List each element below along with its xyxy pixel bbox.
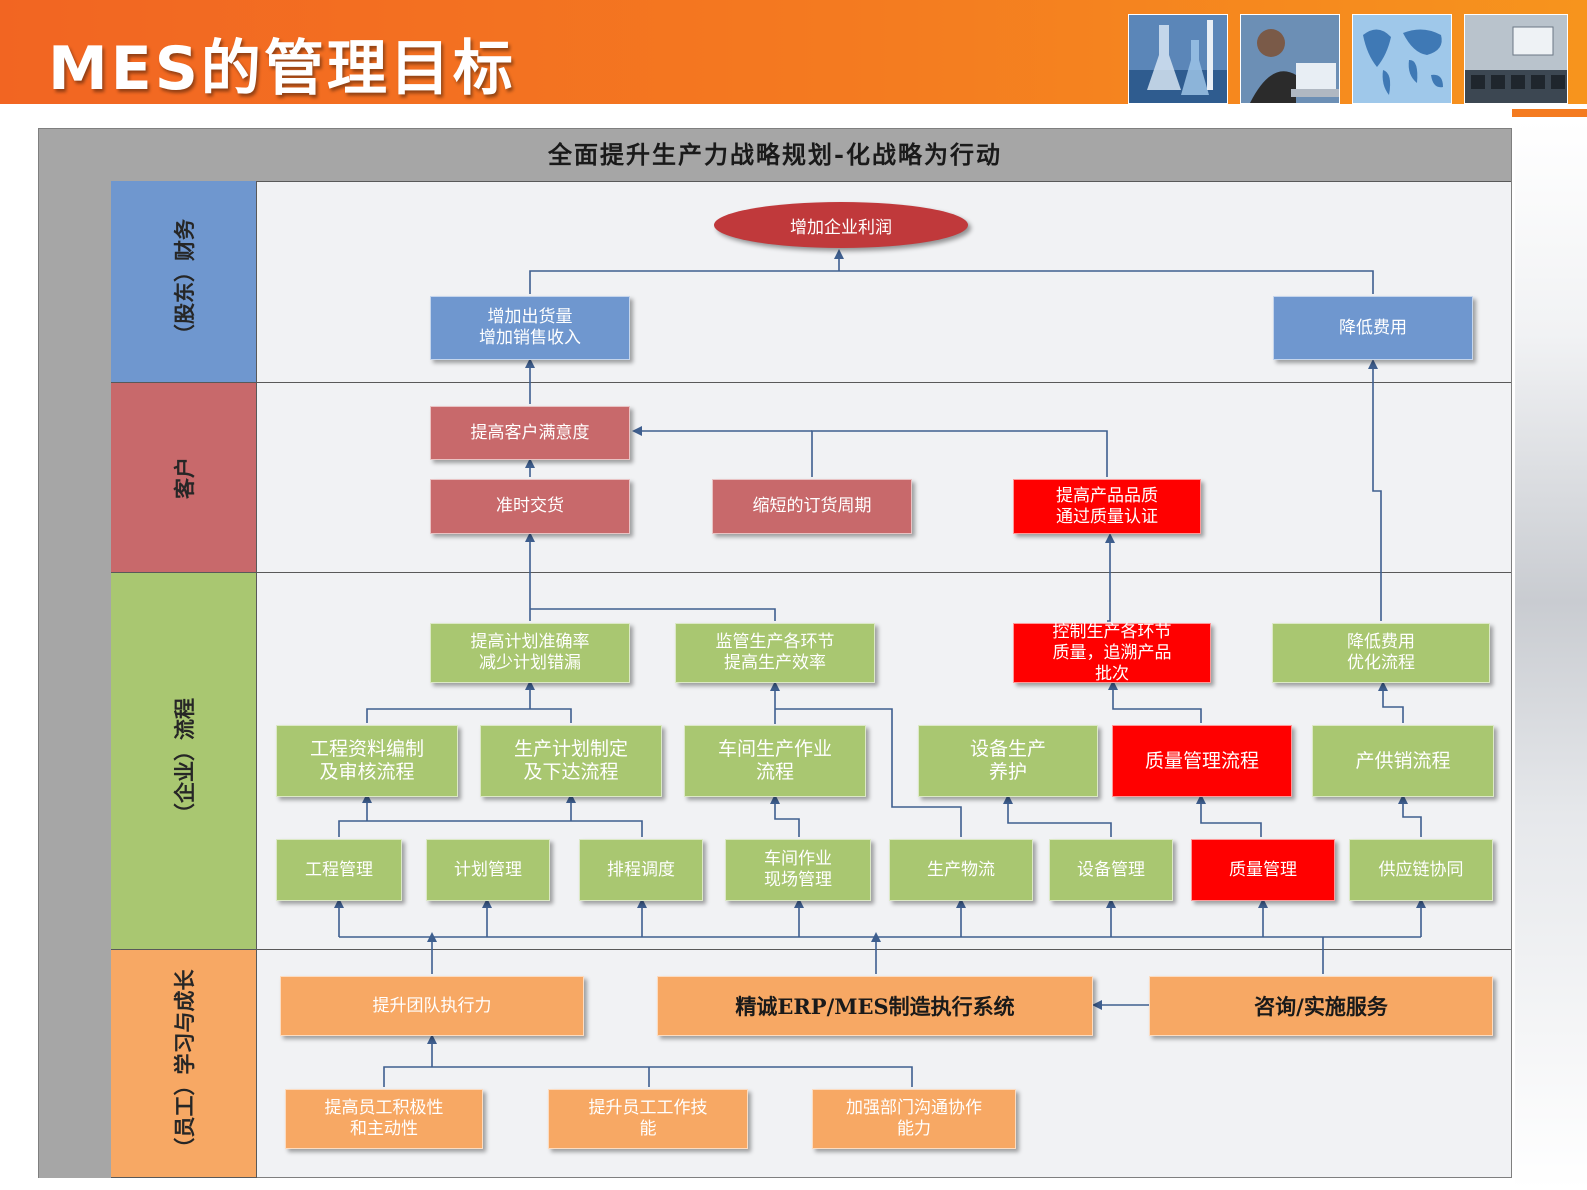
- module-engineering: 工程管理: [276, 839, 402, 901]
- flow-equipment-box: 设备生产 养护: [918, 725, 1098, 797]
- process-quality-control-box: 控制生产各环节 质量，追溯产品 批次: [1013, 622, 1211, 684]
- module-equipment: 设备管理: [1049, 839, 1173, 901]
- diagram-title: 全面提升生产力战略规划-化战略为行动: [39, 129, 1511, 182]
- learning-system-box: 精诚ERP/MES制造执行系统: [657, 976, 1093, 1036]
- world-map-photo: [1352, 14, 1452, 104]
- module-shop: 车间作业 现场管理: [725, 839, 871, 901]
- flow-supply-box: 产供销流程: [1312, 725, 1494, 797]
- finance-cost-box: 降低费用: [1273, 296, 1473, 360]
- header-accent-bar: [1512, 109, 1587, 117]
- band-separator: [257, 572, 1511, 573]
- flow-shop-box: 车间生产作业 流程: [684, 725, 866, 797]
- module-quality: 质量管理: [1191, 839, 1335, 901]
- finance-sales-box: 增加出货量 增加销售收入: [430, 296, 630, 360]
- customer-cycle-box: 缩短的订货周期: [712, 479, 912, 534]
- strategy-diagram: 全面提升生产力战略规划-化战略为行动 （股东）财务 客户 （企业）流程 （员工）…: [38, 128, 1512, 1178]
- meeting-room-photo: [1464, 14, 1568, 104]
- flow-plan-box: 生产计划制定 及下达流程: [480, 725, 662, 797]
- module-logistics: 生产物流: [889, 839, 1033, 901]
- person-at-computer-photo: [1240, 14, 1340, 104]
- learning-motivation-box: 提高员工积极性 和主动性: [285, 1089, 483, 1149]
- slide-title: MES的管理目标: [48, 34, 516, 104]
- band-finance: （股东）财务: [111, 181, 257, 383]
- band-customer: 客户: [111, 383, 257, 573]
- learning-team-box: 提升团队执行力: [280, 976, 584, 1036]
- learning-communication-box: 加强部门沟通协作 能力: [812, 1089, 1016, 1149]
- band-separator: [257, 382, 1511, 383]
- process-monitor-box: 监管生产各环节 提高生产效率: [675, 623, 875, 683]
- customer-quality-box: 提高产品品质 通过质量认证: [1013, 479, 1201, 534]
- process-cost-reduce-box: 降低费用 优化流程: [1272, 623, 1490, 683]
- module-supply: 供应链协同: [1349, 839, 1493, 901]
- customer-satisfaction-box: 提高客户满意度: [430, 406, 630, 460]
- band-learning: （员工）学习与成长: [111, 950, 257, 1178]
- flow-quality-box: 质量管理流程: [1112, 725, 1292, 797]
- learning-service-box: 咨询/实施服务: [1149, 976, 1493, 1036]
- connector-lines: [334, 249, 1426, 1087]
- flow-engineering-box: 工程资料编制 及审核流程: [276, 725, 458, 797]
- module-plan: 计划管理: [426, 839, 550, 901]
- header-bar: MES的管理目标: [0, 0, 1587, 104]
- lab-glassware-photo: [1128, 14, 1228, 104]
- band-process: （企业）流程: [111, 573, 257, 950]
- side-decoration: [1515, 120, 1587, 1190]
- process-plan-accuracy-box: 提高计划准确率 减少计划错漏: [430, 623, 630, 683]
- band-separator: [257, 949, 1511, 950]
- learning-skills-box: 提升员工工作技 能: [548, 1089, 748, 1149]
- customer-ontime-box: 准时交货: [430, 479, 630, 534]
- goal-increase-profit: 增加企业利润: [714, 202, 968, 248]
- module-schedule: 排程调度: [579, 839, 703, 901]
